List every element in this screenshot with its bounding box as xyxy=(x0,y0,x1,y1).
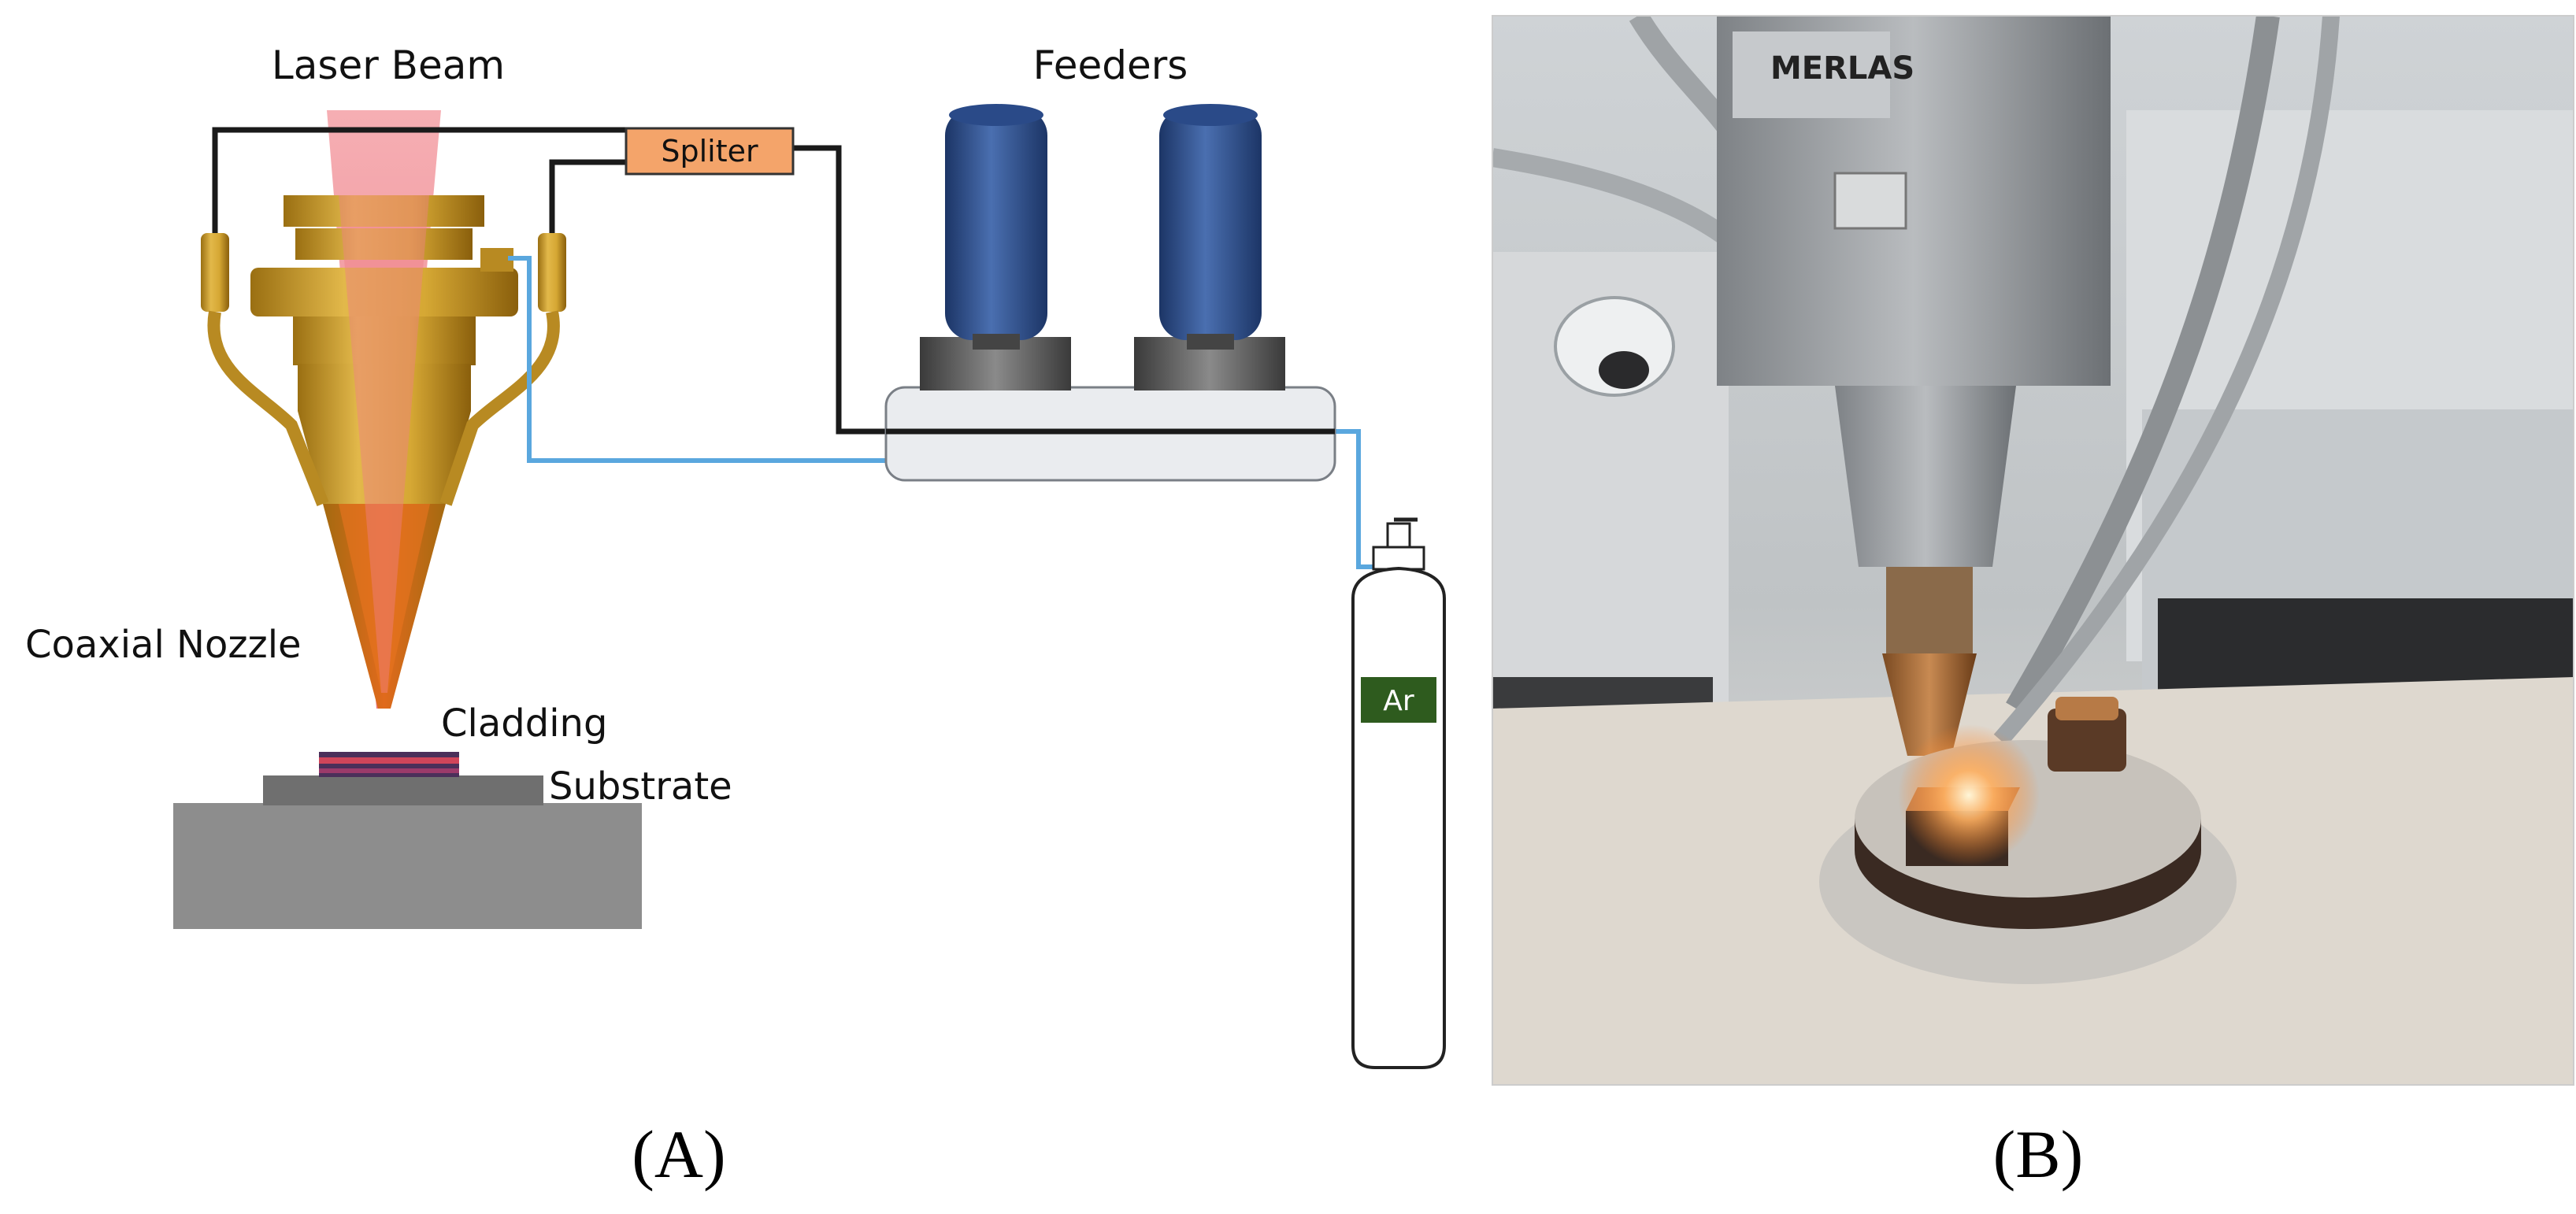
substrate-label: Substrate xyxy=(549,764,732,809)
panel-a-schematic: Spliter Ar Laser Beam Feeders xyxy=(25,43,1446,1192)
laser-beam-label: Laser Beam xyxy=(272,43,505,88)
feeder-canister-icon xyxy=(1134,104,1285,390)
feeder-canister-icon xyxy=(920,104,1071,390)
coaxial-nozzle xyxy=(201,195,566,709)
substrate-plate xyxy=(263,775,543,805)
cladding-layer xyxy=(319,752,459,777)
argon-label: Ar xyxy=(1383,685,1414,717)
cladding-label: Cladding xyxy=(441,701,607,746)
panel-b-photo: MERLAS (B) xyxy=(1492,15,2574,1192)
gas-cylinder-icon: Ar xyxy=(1351,517,1446,1069)
coaxial-nozzle-label: Coaxial Nozzle xyxy=(25,623,302,667)
caption-b: (B) xyxy=(1993,1116,2084,1192)
deposition-head-photo: MERLAS xyxy=(1492,16,2574,1085)
machine-brand-text: MERLAS xyxy=(1770,50,1914,87)
feeders-label: Feeders xyxy=(1033,43,1188,88)
spliter-label: Spliter xyxy=(661,134,758,168)
caption-a: (A) xyxy=(632,1116,725,1192)
splitter-box-icon xyxy=(625,127,795,176)
substrate-block xyxy=(173,803,642,929)
